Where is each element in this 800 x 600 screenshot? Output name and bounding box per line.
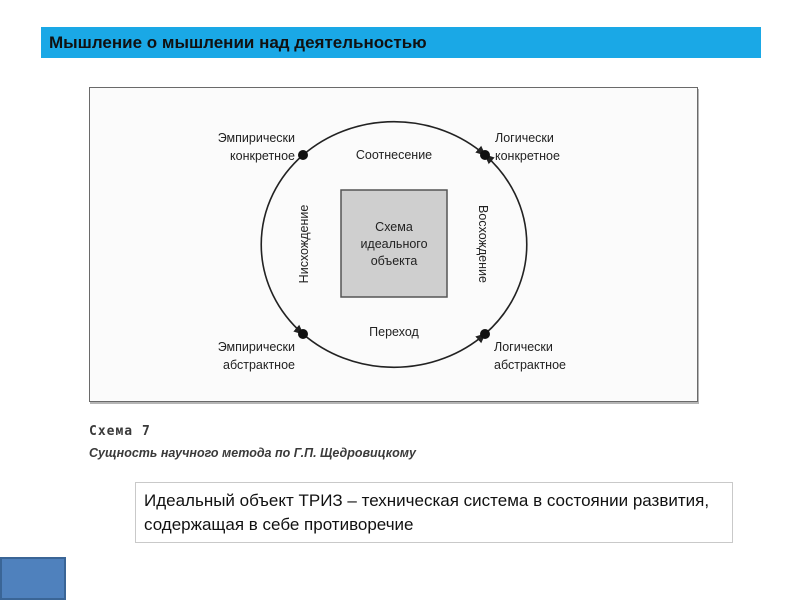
- edge-label-bottom: Переход: [369, 325, 419, 339]
- center-box-line-3: объекта: [371, 254, 418, 268]
- label-bottom-left-1: Эмпирически: [218, 340, 295, 354]
- arc-left: [260, 154, 304, 335]
- note-text: Идеальный объект ТРИЗ – техническая сист…: [144, 491, 710, 534]
- label-bottom-right-2: абстрактное: [494, 358, 566, 372]
- node-bottom-right: [480, 329, 490, 339]
- label-bottom-left-2: абстрактное: [223, 358, 295, 372]
- note-box: Идеальный объект ТРИЗ – техническая сист…: [135, 482, 733, 543]
- center-box-line-1: Схема: [375, 220, 413, 234]
- arc-bottom: [302, 333, 486, 369]
- label-top-left-1: Эмпирически: [218, 131, 295, 145]
- edge-label-right: Восхождение: [476, 205, 490, 283]
- node-bottom-left: [298, 329, 308, 339]
- label-bottom-right-1: Логически: [494, 340, 553, 354]
- label-top-left-2: конкретное: [230, 149, 295, 163]
- corner-decoration: [0, 557, 66, 600]
- slide-title-bar: Мышление о мышлении над деятельностью: [41, 27, 761, 58]
- edge-label-left: Нисхождение: [297, 205, 311, 284]
- center-box-line-2: идеального: [360, 237, 427, 251]
- figure-caption-text: Сущность научного метода по Г.П. Щедрови…: [89, 446, 416, 460]
- node-top-right: [480, 150, 490, 160]
- arc-right: [484, 154, 528, 335]
- slide-title: Мышление о мышлении над деятельностью: [49, 33, 427, 52]
- node-top-left: [298, 150, 308, 160]
- label-top-right-1: Логически: [495, 131, 554, 145]
- edge-label-top: Соотнесение: [356, 148, 432, 162]
- label-top-right-2: конкретное: [495, 149, 560, 163]
- center-box: [340, 189, 448, 298]
- arc-top: [302, 120, 486, 156]
- figure-caption-number: Схема 7: [89, 424, 151, 439]
